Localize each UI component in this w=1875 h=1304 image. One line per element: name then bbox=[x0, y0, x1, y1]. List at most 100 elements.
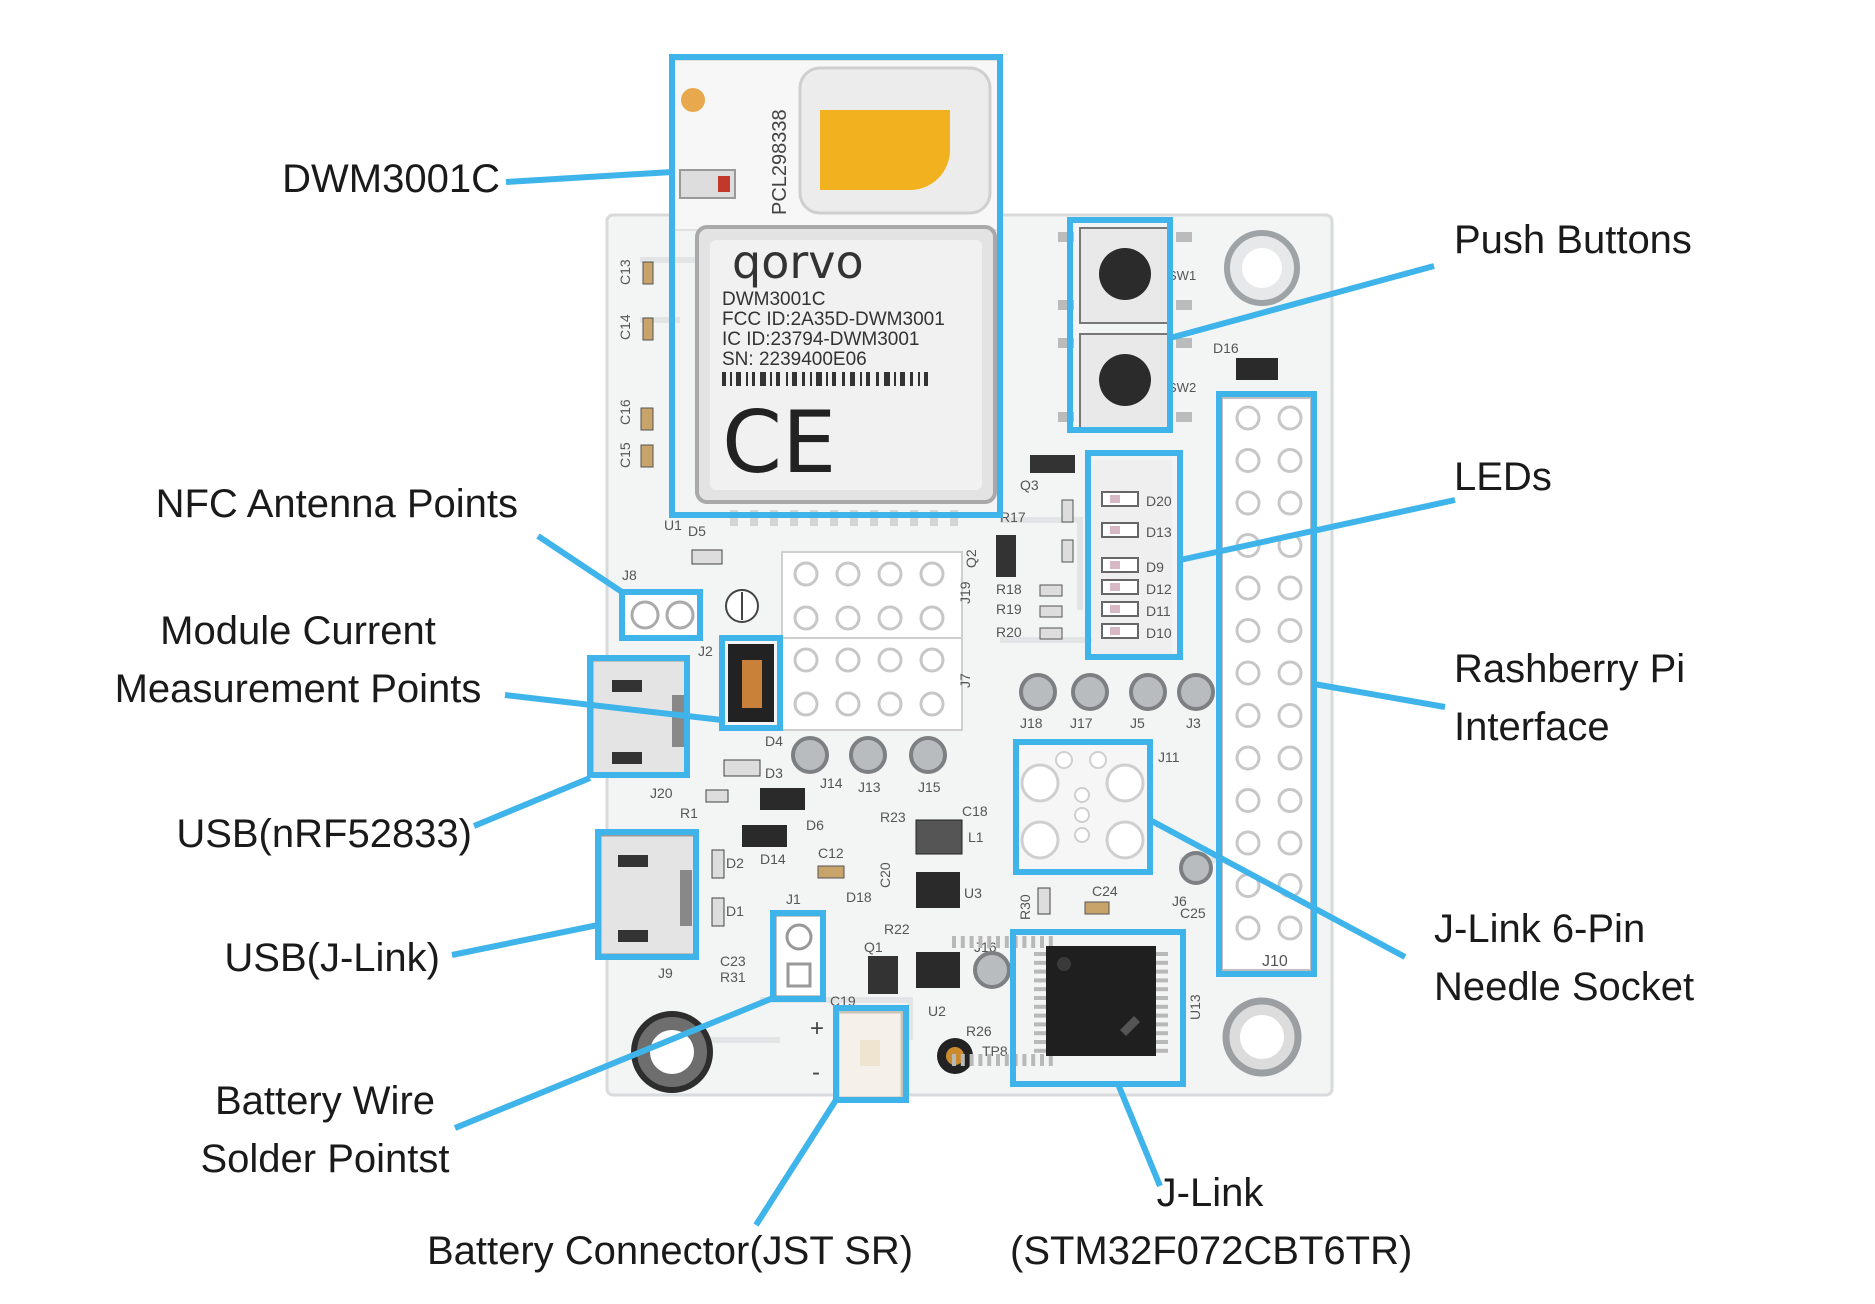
mcu-pin bbox=[978, 936, 983, 948]
mcu-pin bbox=[1156, 978, 1168, 983]
silk-c24: C24 bbox=[1092, 883, 1118, 899]
j19-pin bbox=[877, 561, 903, 587]
module-model: DWM3001C bbox=[722, 289, 825, 310]
label-jlink-line-2: (STM32F072CBT6TR) bbox=[1010, 1229, 1413, 1273]
diode-d6 bbox=[760, 788, 805, 810]
rpi-header-pin bbox=[1277, 788, 1303, 813]
label-jlink: J-Link (STM32F072CBT6TR) bbox=[1010, 1164, 1413, 1280]
test-point-pads bbox=[791, 673, 1215, 989]
mounting-hole-top-right bbox=[1224, 230, 1300, 306]
rpi-header-pin bbox=[1277, 618, 1303, 643]
leader-dwm3001c bbox=[505, 169, 673, 185]
label-module-current: Module Current Measurement Points bbox=[100, 602, 496, 718]
module-barcode bbox=[722, 372, 928, 386]
mcu-pin bbox=[1034, 1022, 1046, 1027]
label-jlink-line-1: J-Link bbox=[1156, 1171, 1264, 1215]
silk-j20: J20 bbox=[650, 785, 673, 801]
silk-d18: D18 bbox=[846, 889, 872, 905]
j19-pin bbox=[835, 561, 861, 587]
rpi-header-pin bbox=[1235, 660, 1261, 686]
leader-rpi bbox=[1313, 681, 1446, 710]
mounting-hole-bottom-right bbox=[1222, 997, 1302, 1077]
silk-j10: J10 bbox=[1262, 953, 1288, 970]
mcu-pin bbox=[952, 1054, 956, 1066]
callout-box-battery-wire bbox=[770, 910, 826, 1002]
rpi-header-pin bbox=[1235, 745, 1261, 771]
silk-c13: C13 bbox=[617, 259, 633, 285]
label-module-current-line-2: Measurement Points bbox=[114, 667, 482, 711]
led-die-3 bbox=[1110, 561, 1120, 569]
leader-battery-conn bbox=[753, 1098, 839, 1227]
silk-j6: J6 bbox=[1172, 893, 1187, 909]
silk-c16: C16 bbox=[617, 399, 633, 425]
push-buttons: SW1 SW2 bbox=[1058, 227, 1196, 430]
j7-pin bbox=[835, 691, 861, 717]
mcu-pin bbox=[1031, 936, 1036, 948]
label-module-current-line-1: Module Current bbox=[160, 609, 436, 653]
mcu-pin bbox=[1156, 969, 1168, 974]
silk-d10: D10 bbox=[1146, 625, 1172, 641]
silk-j14: J14 bbox=[820, 775, 843, 791]
silk-c12: C12 bbox=[818, 845, 844, 861]
silk-d9: D9 bbox=[1146, 559, 1164, 575]
silk-plus: + bbox=[810, 1015, 824, 1042]
silk-j18: J18 bbox=[1020, 715, 1043, 731]
label-rpi: Rashberry Pi Interface bbox=[1454, 640, 1685, 756]
usb-connector-nrf bbox=[590, 658, 689, 777]
mcu-pin bbox=[996, 1054, 1000, 1066]
callout-box-jlink bbox=[1010, 929, 1186, 1087]
module-antenna-pad bbox=[820, 110, 950, 190]
silk-d14: D14 bbox=[760, 851, 786, 867]
silk-d5: D5 bbox=[688, 523, 706, 539]
j7-pin bbox=[919, 647, 945, 673]
label-needle: J-Link 6-Pin Needle Socket bbox=[1434, 900, 1694, 1016]
j19-pin bbox=[793, 561, 819, 587]
label-battery-wire: Battery Wire Solder Pointst bbox=[180, 1072, 470, 1188]
silk-j1: J1 bbox=[786, 891, 801, 907]
callout-box-needle bbox=[1013, 739, 1153, 875]
mcu-pin bbox=[1034, 978, 1046, 983]
label-rpi-line-2: Interface bbox=[1454, 705, 1610, 749]
silk-r26: R26 bbox=[966, 1023, 992, 1039]
module-ic-id: IC ID:23794-DWM3001 bbox=[722, 329, 919, 350]
silk-d20: D20 bbox=[1146, 493, 1172, 509]
mcu-pin bbox=[987, 1054, 992, 1066]
transistor-q3 bbox=[1030, 455, 1075, 473]
led-die-2 bbox=[1110, 526, 1120, 534]
label-battery-connector: Battery Connector(JST SR) bbox=[400, 1222, 940, 1280]
silk-d16: D16 bbox=[1213, 340, 1239, 356]
callout-box-current bbox=[719, 635, 783, 731]
mcu-pin bbox=[996, 936, 1000, 948]
mcu-pin bbox=[960, 1054, 965, 1066]
j7-pin bbox=[793, 691, 819, 717]
needle-socket-j11 bbox=[1016, 742, 1148, 870]
mcu-pin bbox=[1156, 1004, 1168, 1009]
label-leds: LEDs bbox=[1454, 448, 1552, 506]
middle-components: R1 D6 D14 D2 D1 C12 D18 C20 R22 Q1 C19 C… bbox=[680, 715, 1206, 1086]
callout-box-nfc bbox=[619, 589, 703, 641]
rpi-header-pin bbox=[1235, 788, 1261, 813]
rpi-header-pin bbox=[1277, 745, 1303, 771]
inductor-l1 bbox=[915, 819, 963, 855]
silk-l1: L1 bbox=[968, 829, 984, 845]
callout-box-battery-conn bbox=[833, 1005, 909, 1103]
leader-battery-wire bbox=[453, 995, 775, 1131]
rpi-header-pin bbox=[1235, 448, 1261, 473]
leader-current bbox=[504, 692, 723, 723]
mcu-pin bbox=[1034, 1040, 1046, 1044]
resistor-cluster: Q3 Q2 R17 R18 R19 R20 bbox=[963, 455, 1075, 640]
mcu-pin bbox=[1040, 936, 1044, 948]
rpi-header-pin bbox=[1277, 915, 1303, 941]
mcu-pin bbox=[969, 936, 974, 948]
mcu-pin bbox=[1034, 960, 1046, 965]
silk-d13: D13 bbox=[1146, 524, 1172, 540]
module-ce-mark: CE bbox=[722, 393, 836, 493]
leader-push-buttons bbox=[1169, 263, 1435, 341]
mcu-pin bbox=[1034, 1031, 1046, 1036]
silk-u3: U3 bbox=[964, 885, 982, 901]
silk-d6: D6 bbox=[806, 817, 824, 833]
mcu-pin bbox=[1156, 996, 1168, 1000]
silk-j5: J5 bbox=[1130, 715, 1145, 731]
silk-sw2: SW2 bbox=[1168, 380, 1196, 395]
label-dwm3001c-line: DWM3001C bbox=[282, 157, 500, 201]
